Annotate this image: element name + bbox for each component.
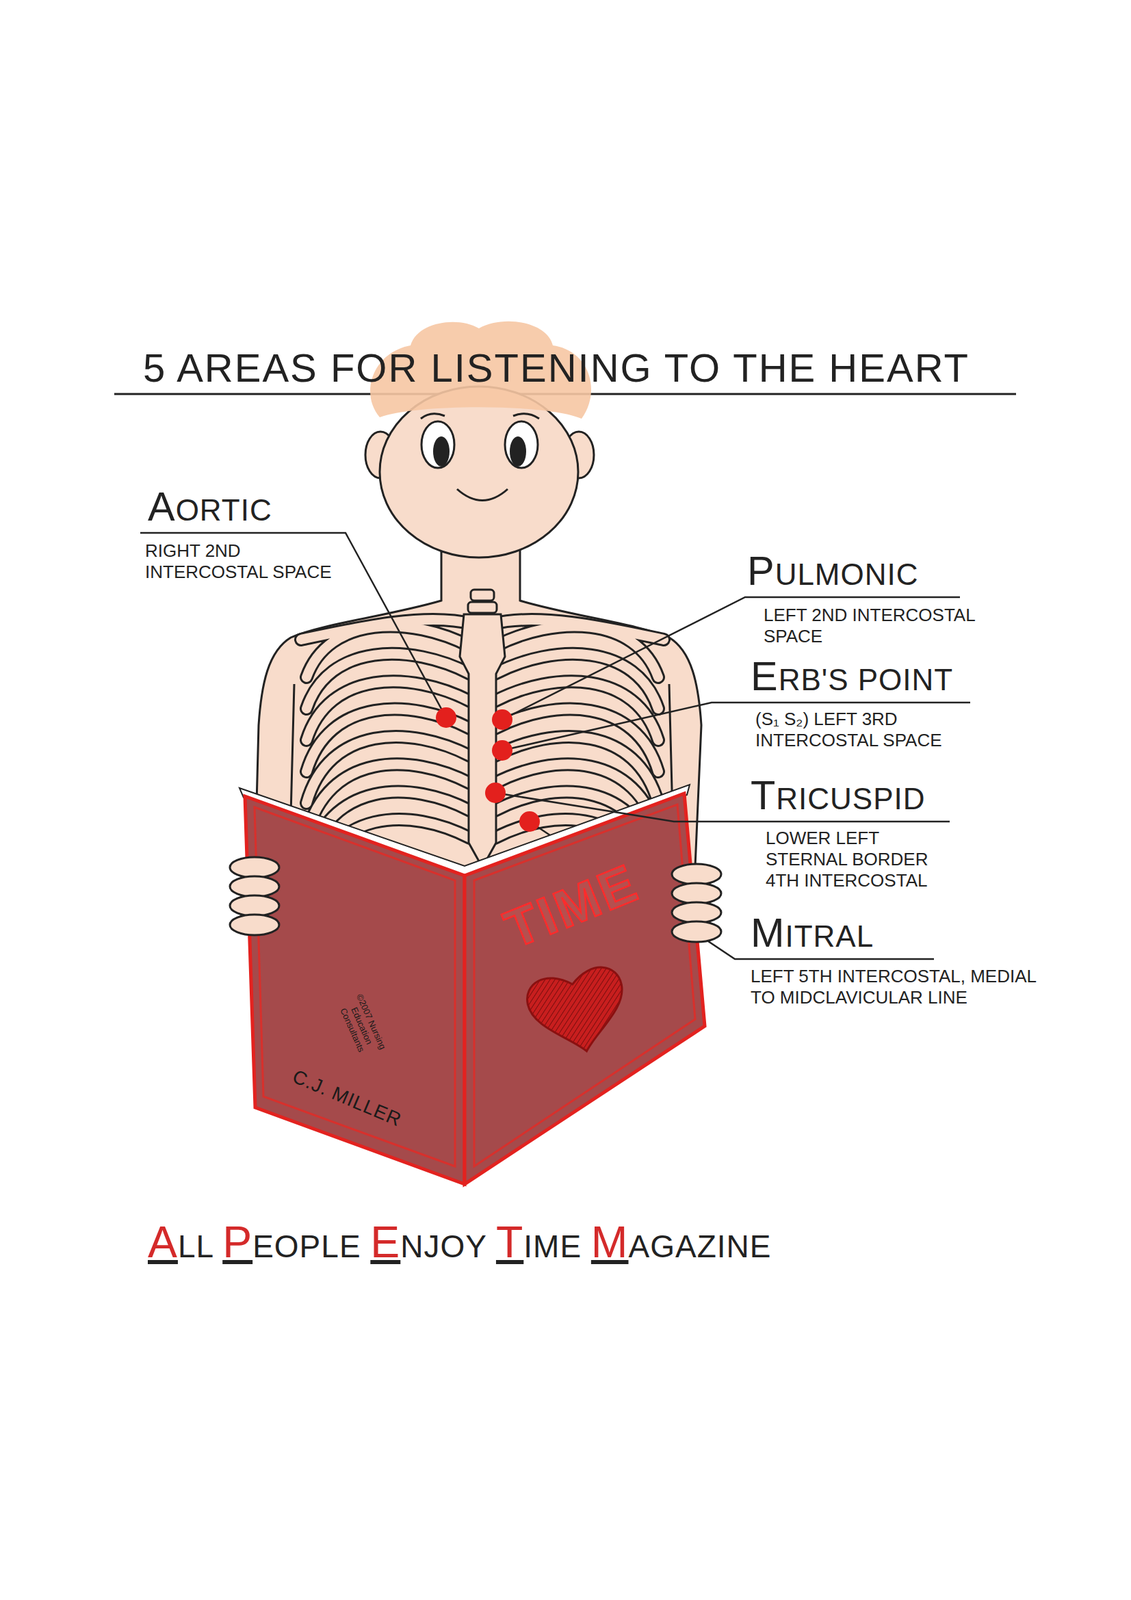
mnemonic-rest: NJOY bbox=[400, 1228, 487, 1265]
area-heading: AORTIC bbox=[147, 483, 273, 531]
area-heading: ERB'S POINT bbox=[750, 653, 954, 700]
finger bbox=[229, 876, 280, 897]
copyright-note: ©2007 Nursing Education Consultants bbox=[333, 990, 389, 1063]
caption-word bbox=[361, 1228, 371, 1265]
auscultation-point bbox=[435, 707, 457, 728]
book-author: C.J. MILLER bbox=[289, 1066, 405, 1132]
caption-word: ALL bbox=[147, 1228, 213, 1265]
finger bbox=[671, 864, 722, 885]
diagram-title: 5 AREAS FOR LISTENING TO THE HEART bbox=[143, 345, 970, 392]
mnemonic-initial: A bbox=[147, 1217, 178, 1268]
cover-border bbox=[254, 807, 455, 1167]
smile bbox=[457, 489, 508, 501]
caption-word: ENJOY bbox=[370, 1228, 487, 1265]
area-location: (S₁ S₂) LEFT 3RD INTERCOSTAL SPACE bbox=[755, 708, 982, 752]
finger bbox=[671, 883, 722, 904]
mnemonic-caption: ALL PEOPLE ENJOY TIME MAGAZINE bbox=[147, 1214, 772, 1272]
caption-word: TIME bbox=[496, 1228, 582, 1265]
sternum bbox=[459, 614, 505, 868]
auscultation-point bbox=[519, 811, 540, 832]
face bbox=[379, 386, 579, 558]
pupil bbox=[433, 436, 450, 467]
mnemonic-rest: EOPLE bbox=[252, 1228, 361, 1265]
finger bbox=[671, 902, 722, 923]
eye bbox=[421, 421, 455, 468]
finger bbox=[229, 895, 280, 917]
auscultation-point bbox=[491, 709, 513, 731]
book-cover bbox=[244, 796, 465, 1185]
book-cover bbox=[464, 793, 705, 1185]
mnemonic-initial: E bbox=[370, 1217, 401, 1268]
mnemonic-initial: P bbox=[222, 1217, 253, 1268]
finger bbox=[229, 914, 280, 936]
eyebrow bbox=[420, 413, 540, 419]
area-location: LOWER LEFT STERNAL BORDER 4TH INTERCOSTA… bbox=[765, 827, 965, 893]
caption-word bbox=[212, 1228, 223, 1265]
heart bbox=[523, 963, 634, 1062]
eye bbox=[504, 421, 538, 468]
area-heading: TRICUSPID bbox=[750, 772, 926, 819]
pupil bbox=[509, 436, 527, 467]
finger bbox=[229, 857, 280, 878]
vertebra bbox=[470, 589, 494, 601]
caption-word bbox=[486, 1228, 497, 1265]
leader-line bbox=[140, 533, 447, 718]
caption-word: MAGAZINE bbox=[591, 1228, 772, 1265]
cover-border bbox=[474, 804, 696, 1167]
area-heading: MITRAL bbox=[750, 910, 874, 957]
area-heading: PULMONIC bbox=[747, 548, 919, 595]
area-location: RIGHT 2ND INTERCOSTAL SPACE bbox=[145, 540, 358, 583]
auscultation-point bbox=[485, 782, 506, 804]
finger bbox=[671, 921, 722, 943]
vertebra bbox=[468, 602, 497, 614]
auscultation-point bbox=[491, 740, 513, 761]
area-location: LEFT 2ND INTERCOSTAL SPACE bbox=[763, 604, 976, 648]
caption-word bbox=[581, 1228, 592, 1265]
book-title: TIME bbox=[496, 853, 648, 960]
mnemonic-initial: T bbox=[496, 1217, 524, 1268]
mnemonic-rest: IME bbox=[523, 1228, 582, 1265]
mnemonic-rest: AGAZINE bbox=[628, 1228, 772, 1265]
mnemonic-rest: LL bbox=[177, 1228, 213, 1265]
area-location: LEFT 5TH INTERCOSTAL, MEDIAL TO MIDCLAVI… bbox=[750, 966, 1045, 1009]
mnemonic-initial: M bbox=[591, 1217, 629, 1268]
caption-word: PEOPLE bbox=[222, 1228, 361, 1265]
